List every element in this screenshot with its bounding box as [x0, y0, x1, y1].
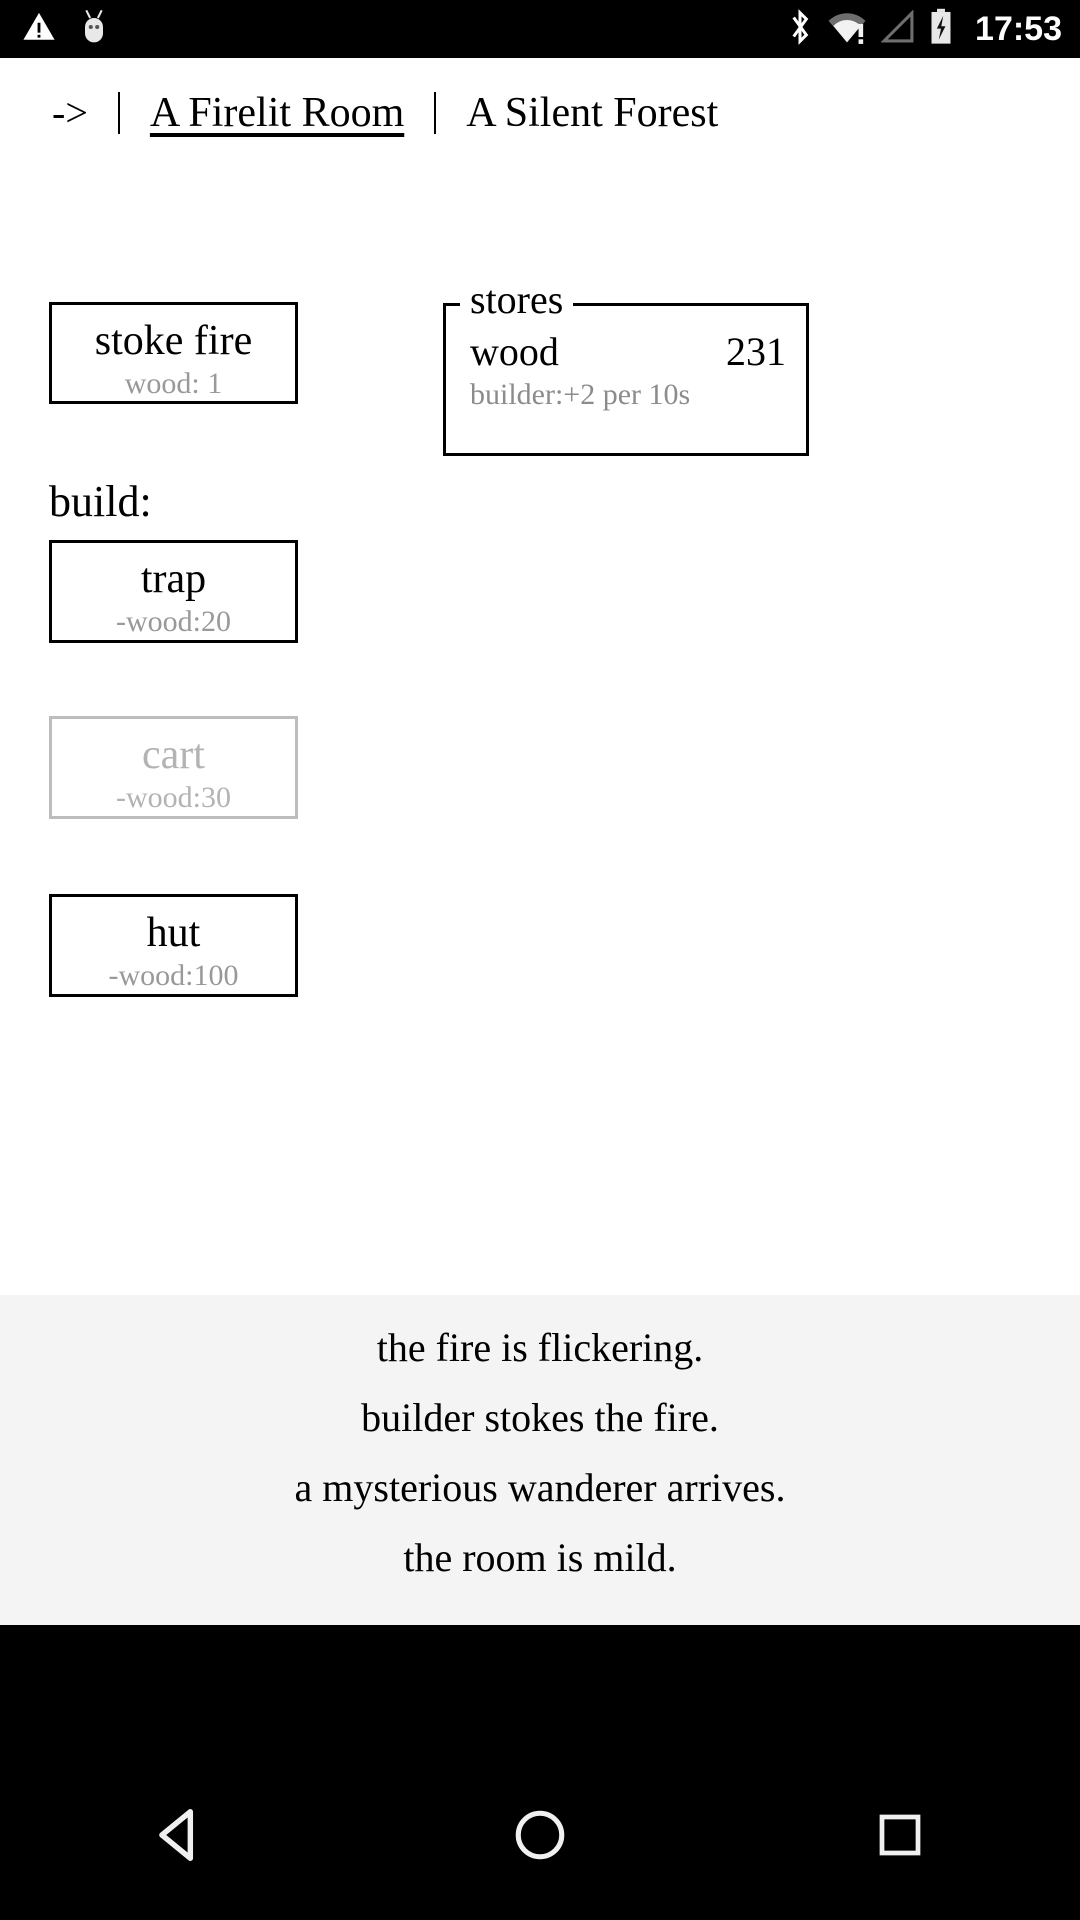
- warning-triangle-icon: [22, 10, 56, 49]
- header-tab-silent-forest[interactable]: A Silent Forest: [466, 90, 719, 136]
- header-tab-firelit-room[interactable]: A Firelit Room: [149, 90, 405, 136]
- build-cart-cost: -wood:30: [116, 781, 231, 815]
- header-divider-2: [434, 92, 437, 134]
- status-bar-left-icons: [0, 9, 110, 50]
- status-bar: 17:53: [0, 0, 1080, 58]
- notification-line: builder stokes the fire.: [361, 1395, 719, 1440]
- back-arrow-indicator: ->: [52, 90, 88, 135]
- stores-row-wood-value: 231: [726, 329, 786, 374]
- stores-panel-legend: stores: [460, 280, 574, 320]
- android-navigation-bar: [0, 1750, 1080, 1920]
- build-trap-cost: -wood:20: [116, 605, 231, 639]
- game-main-area: stoke fire wood: 1 build: trap -wood:20 …: [0, 168, 1080, 1295]
- build-cart-label: cart: [142, 732, 205, 778]
- stores-row-wood-income: builder:+2 per 10s: [470, 378, 691, 411]
- battery-charging-icon: [929, 8, 953, 51]
- back-triangle-icon: [159, 1809, 194, 1861]
- status-bar-right-icons: 17:53: [787, 8, 1080, 51]
- stores-panel: stores wood 231 builder:+2 per 10s: [443, 280, 809, 456]
- notification-line: the fire is flickering.: [376, 1325, 704, 1370]
- build-hut-label: hut: [146, 910, 201, 956]
- notification-line: the room is mild.: [403, 1535, 677, 1580]
- stoke-fire-button[interactable]: stoke fire wood: 1: [49, 302, 298, 404]
- notification-line: a mysterious wanderer arrives.: [294, 1465, 786, 1510]
- stores-row-wood-name: wood: [470, 329, 559, 374]
- nav-back-button[interactable]: [105, 1775, 255, 1895]
- android-debug-icon: [78, 9, 110, 50]
- location-header: -> A Firelit Room A Silent Forest: [0, 58, 1080, 168]
- nav-recents-button[interactable]: [825, 1775, 975, 1895]
- build-trap-label: trap: [140, 556, 207, 602]
- build-trap-button[interactable]: trap -wood:20: [49, 540, 298, 643]
- build-section-label: build:: [49, 477, 152, 526]
- recents-square-icon: [879, 1814, 921, 1856]
- header-divider-1: [117, 92, 120, 134]
- stoke-fire-cost: wood: 1: [124, 367, 223, 401]
- nav-home-button[interactable]: [465, 1775, 615, 1895]
- home-circle-icon: [515, 1810, 565, 1860]
- signal-no-service-icon: [880, 8, 915, 49]
- wifi-warning-icon: [827, 10, 867, 49]
- build-hut-cost: -wood:100: [108, 959, 239, 993]
- stores-row-wood: wood 231: [470, 328, 786, 375]
- stoke-fire-label: stoke fire: [94, 318, 253, 364]
- notification-panel: the fire is flickering. builder stokes t…: [0, 1295, 1080, 1625]
- build-hut-button[interactable]: hut -wood:100: [49, 894, 298, 997]
- build-cart-button[interactable]: cart -wood:30: [49, 716, 298, 819]
- bluetooth-icon: [787, 8, 813, 51]
- status-bar-clock: 17:53: [975, 9, 1062, 48]
